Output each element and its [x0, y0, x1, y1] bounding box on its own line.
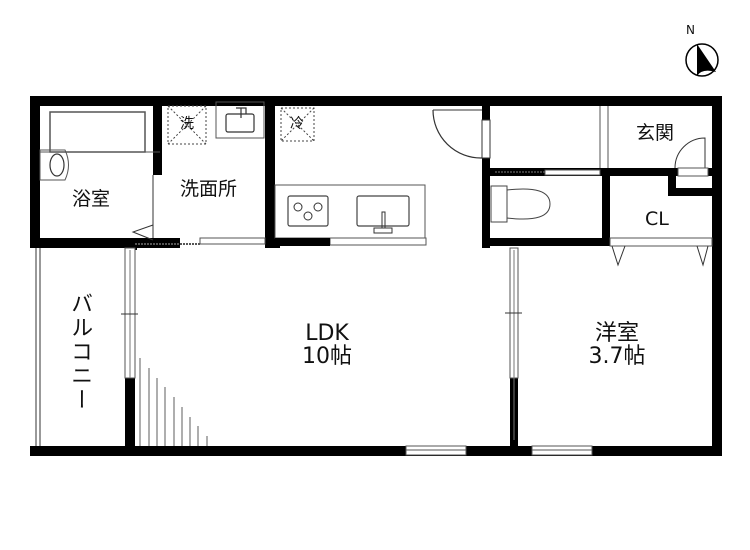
bathtub	[49, 111, 146, 153]
washer-space	[167, 105, 207, 145]
ldk-name: LDK	[305, 321, 349, 346]
fridge-space	[280, 107, 315, 142]
western-room-size: 3.7帖	[588, 344, 646, 370]
closet-label: CL	[645, 208, 669, 230]
north-arrow-icon	[685, 43, 719, 77]
stairs	[139, 358, 208, 446]
kitchen-counter	[274, 184, 426, 239]
kitchen-sink	[356, 195, 410, 227]
bath-label: 浴室	[72, 188, 111, 210]
balcony-label: バルコニー	[67, 292, 93, 412]
entrance-door	[674, 137, 706, 169]
fridge-label: 冷	[290, 116, 304, 132]
washer-label: 洗	[180, 116, 194, 132]
toilet	[490, 185, 508, 223]
western-room-name: 洋室	[594, 321, 639, 346]
washroom-label: 洗面所	[180, 178, 238, 200]
western-room-label: 洋室 3.7帖	[582, 322, 652, 368]
ldk-door	[432, 109, 483, 159]
stove	[287, 195, 329, 227]
ldk-label: LDK 10帖	[292, 322, 362, 368]
entrance-label: 玄関	[636, 122, 675, 144]
ldk-size: 10帖	[302, 344, 352, 370]
compass-label: N	[686, 23, 695, 37]
